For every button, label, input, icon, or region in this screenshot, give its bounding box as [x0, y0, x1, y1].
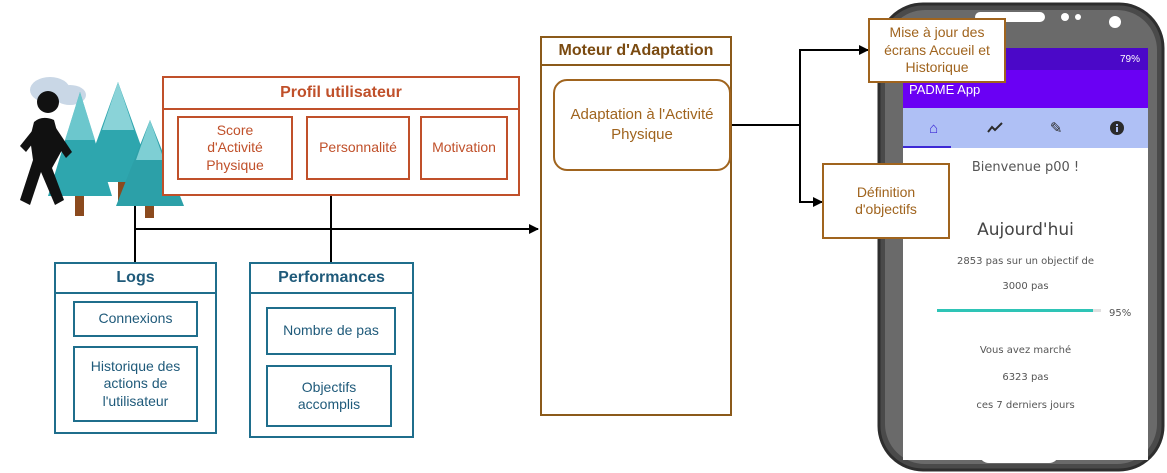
arrow-to-mise-a-jour	[799, 45, 869, 125]
steps-line-1: 2853 pas sur un objectif de	[957, 256, 1094, 267]
progress-label: 95%	[1109, 308, 1132, 319]
info-icon[interactable]	[1097, 108, 1137, 148]
progress-track	[937, 309, 1101, 312]
app-title: PADME App	[909, 81, 981, 97]
logs-title: Logs	[56, 264, 215, 294]
performances-item-objectifs: Objectifs accomplis	[266, 365, 392, 427]
phone-screen: 79% PADME App ⌂ ✎ Bienvenue p00 ! Aujour…	[903, 48, 1148, 460]
profil-utilisateur-title: Profil utilisateur	[164, 78, 518, 110]
logs-item-connexions: Connexions	[73, 301, 198, 337]
profil-item-score: Score d'Activité Physique	[177, 116, 293, 180]
profil-item-personnalite: Personnalité	[306, 116, 410, 180]
profil-item-motivation: Motivation	[420, 116, 508, 180]
moteur-item-adaptation: Adaptation à l'Activité Physique	[553, 79, 731, 171]
walked-line-3: ces 7 derniers jours	[976, 400, 1075, 411]
walked-line-1: Vous avez marché	[979, 345, 1072, 356]
performances-title: Performances	[251, 264, 412, 294]
battery-status: 79%	[1119, 53, 1140, 65]
active-tab-indicator	[903, 146, 951, 148]
trend-icon[interactable]	[975, 108, 1015, 148]
welcome-text: Bienvenue p00 !	[971, 160, 1080, 175]
logs-item-historique: Historique des actions de l'utilisateur	[73, 346, 198, 422]
steps-line-2: 3000 pas	[1002, 281, 1049, 292]
progress-fill	[937, 309, 1093, 312]
moteur-adaptation-title: Moteur d'Adaptation	[542, 38, 730, 66]
arrow-to-definition	[799, 125, 823, 207]
output-definition-objectifs: Définition d'objectifs	[822, 163, 950, 239]
walked-line-2: 6323 pas	[1002, 372, 1049, 383]
today-heading: Aujourd'hui	[977, 220, 1074, 240]
home-icon[interactable]: ⌂	[929, 119, 939, 137]
performances-item-nombre-pas: Nombre de pas	[266, 307, 396, 355]
output-mise-a-jour: Mise à jour des écrans Accueil et Histor…	[868, 18, 1006, 83]
pencil-icon[interactable]: ✎	[1049, 120, 1063, 137]
walking-person-with-trees-icon	[20, 77, 184, 218]
tab-bar: ⌂ ✎	[903, 108, 1148, 148]
